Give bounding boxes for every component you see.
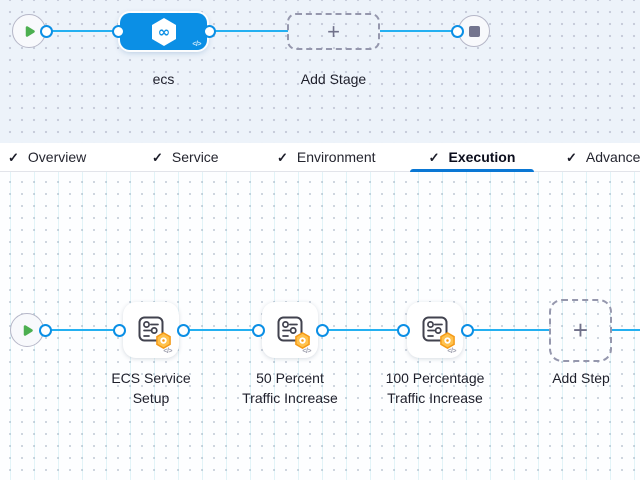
check-icon: ✓ <box>566 149 577 165</box>
connector-port <box>113 324 126 337</box>
harness-deploy-icon: ∞ <box>151 17 176 46</box>
code-view-icon: </> <box>302 348 311 355</box>
connector-line <box>380 30 457 32</box>
step-label-line: Traffic Increase <box>387 390 483 406</box>
plus-icon: + <box>327 18 340 44</box>
connector-line <box>45 329 119 331</box>
step-label-line: ECS Service <box>111 370 191 386</box>
step-label-line: 100 Percentage <box>385 370 485 386</box>
connector-port <box>203 25 216 38</box>
connector-line <box>322 329 403 331</box>
stage-name-label: ecs <box>152 71 175 87</box>
play-icon <box>23 324 33 336</box>
connector-port <box>252 324 265 337</box>
connector-port <box>316 324 329 337</box>
connector-port <box>451 25 464 38</box>
gear-badge-icon <box>156 331 171 349</box>
add-step-button[interactable]: + <box>549 299 612 362</box>
play-icon <box>25 25 35 37</box>
connector-port <box>397 324 410 337</box>
check-icon: ✓ <box>152 149 163 165</box>
tab-label: Overview <box>27 149 87 165</box>
step-label: 100 Percentage Traffic Increase <box>360 368 510 408</box>
tab-advanced[interactable]: ✓ Advanced <box>566 143 640 171</box>
connector-port <box>177 324 190 337</box>
connector-line <box>46 30 118 32</box>
code-view-icon: </> <box>447 348 456 355</box>
add-stage-button[interactable]: + <box>287 13 380 50</box>
connector-port <box>40 25 53 38</box>
connector-port <box>39 324 52 337</box>
add-stage-label: Add Stage <box>300 71 367 87</box>
code-view-icon: </> <box>163 348 172 355</box>
stage-node-ecs[interactable]: ∞ </> <box>120 13 207 50</box>
execution-start-node[interactable] <box>10 313 44 347</box>
execution-graph-canvas[interactable]: </> </> <box>0 172 640 480</box>
code-view-icon: </> <box>192 41 201 48</box>
tab-label: Execution <box>448 149 516 165</box>
connector-port <box>461 324 474 337</box>
add-step-label: Add Step <box>552 370 610 386</box>
step-label-line: 50 Percent <box>256 370 324 386</box>
gear-badge-icon <box>295 331 310 349</box>
tab-environment[interactable]: ✓ Environment <box>277 143 376 171</box>
tab-label: Environment <box>296 149 376 165</box>
gear-badge-icon <box>440 331 455 349</box>
step-node-ecs-service-setup[interactable]: </> <box>123 302 179 358</box>
check-icon: ✓ <box>8 149 19 165</box>
step-label: 50 Percent Traffic Increase <box>215 368 365 408</box>
tab-service[interactable]: ✓ Service <box>152 143 219 171</box>
tab-overview[interactable]: ✓ Overview <box>8 143 86 171</box>
ecs-step-icon <box>277 316 303 341</box>
tab-execution[interactable]: ✓ Execution <box>410 143 534 171</box>
connector-line <box>183 329 258 331</box>
ecs-step-icon <box>138 316 164 341</box>
stage-graph-canvas[interactable]: ∞ </> + ecs Add Stage <box>0 0 640 144</box>
svg-text:∞: ∞ <box>157 23 170 41</box>
connector-line <box>467 329 549 331</box>
step-node-50-percent-traffic[interactable]: </> <box>262 302 318 358</box>
step-label-line: Traffic Increase <box>242 390 338 406</box>
active-tab-underline <box>410 169 534 172</box>
ecs-step-icon <box>422 316 448 341</box>
check-icon: ✓ <box>277 149 288 165</box>
stage-config-tabbar: ✓ Overview ✓ Service ✓ Environment ✓ Exe… <box>0 143 640 172</box>
plus-icon: + <box>572 315 589 345</box>
stop-icon <box>468 25 480 37</box>
step-label: ECS Service Setup <box>76 368 226 408</box>
check-icon: ✓ <box>428 149 440 165</box>
connector-line <box>209 30 288 32</box>
tab-label: Service <box>171 149 219 165</box>
connector-port <box>112 25 125 38</box>
connector-line <box>612 329 640 331</box>
step-label-line: Setup <box>132 390 170 406</box>
step-node-100-percentage-traffic[interactable]: </> <box>407 302 463 358</box>
tab-label: Advanced <box>585 149 640 165</box>
